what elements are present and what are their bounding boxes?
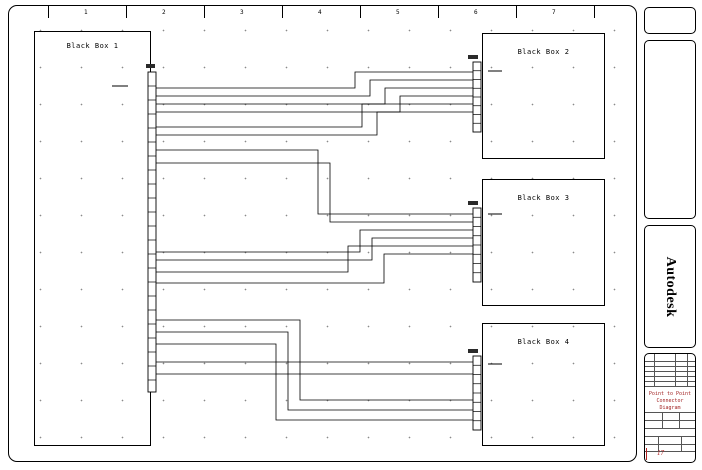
ruler-tick [48,6,49,18]
black-box-2-label: Black Box 2 [517,48,570,56]
title-block-line [645,376,695,377]
ruler-tick [204,6,205,18]
black-box-2: Black Box 2 [482,33,605,159]
ruler-tick [438,6,439,18]
title-block-divider [662,412,663,428]
drawing-title-line1: Point to Point [648,391,692,397]
title-block-line [645,428,695,429]
black-box-1: Black Box 1 [34,31,151,446]
title-block-line [645,436,695,437]
ruler-tick [282,6,283,18]
drawing-title-line2: Connector Diagram [656,398,684,411]
ruler-zone-number: 4 [318,9,322,16]
black-box-4-label: Black Box 4 [517,338,570,346]
ruler-zone-number: 2 [162,9,166,16]
autodesk-logo: Autodesk [663,256,678,317]
revision-mark [646,448,647,460]
title-block-line [645,371,695,372]
title-block-line [645,412,695,413]
black-box-4: Black Box 4 [482,323,605,446]
ruler-tick [516,6,517,18]
sidebar-panel-top [644,7,696,34]
ruler-tick [126,6,127,18]
black-box-1-label: Black Box 1 [66,42,119,50]
title-block-line [645,420,695,421]
black-box-3-label: Black Box 3 [517,194,570,202]
title-block-divider [679,412,680,428]
drawing-title: Point to Point Connector Diagram [647,391,693,412]
sidebar-panel-middle [644,40,696,219]
title-block-divider [681,436,682,451]
title-block-line [645,451,695,452]
title-block-line [645,386,695,387]
sheet-number: 17 [657,449,664,457]
title-block-divider [675,354,676,386]
title-block-line [645,366,695,367]
ruler-zone-number: 3 [240,9,244,16]
title-block-line [645,444,695,445]
ruler-zone-number: 5 [396,9,400,16]
ruler-zone-number: 6 [474,9,478,16]
ruler-tick [594,6,595,18]
title-block-divider [658,436,659,451]
ruler-tick [360,6,361,18]
ruler-zone-number: 1 [84,9,88,16]
autodesk-logo-panel: Autodesk [644,225,696,348]
title-block-line [645,381,695,382]
ruler-zone-number: 7 [552,9,556,16]
drawing-border: 1 2 3 4 5 6 7 Black Box 1 Black Box 2 Bl… [8,5,637,462]
title-block-divider [687,354,688,386]
title-block-line [645,361,695,362]
title-block: Point to Point Connector Diagram 17 [644,353,696,463]
black-box-3: Black Box 3 [482,179,605,306]
title-block-divider [654,354,655,386]
